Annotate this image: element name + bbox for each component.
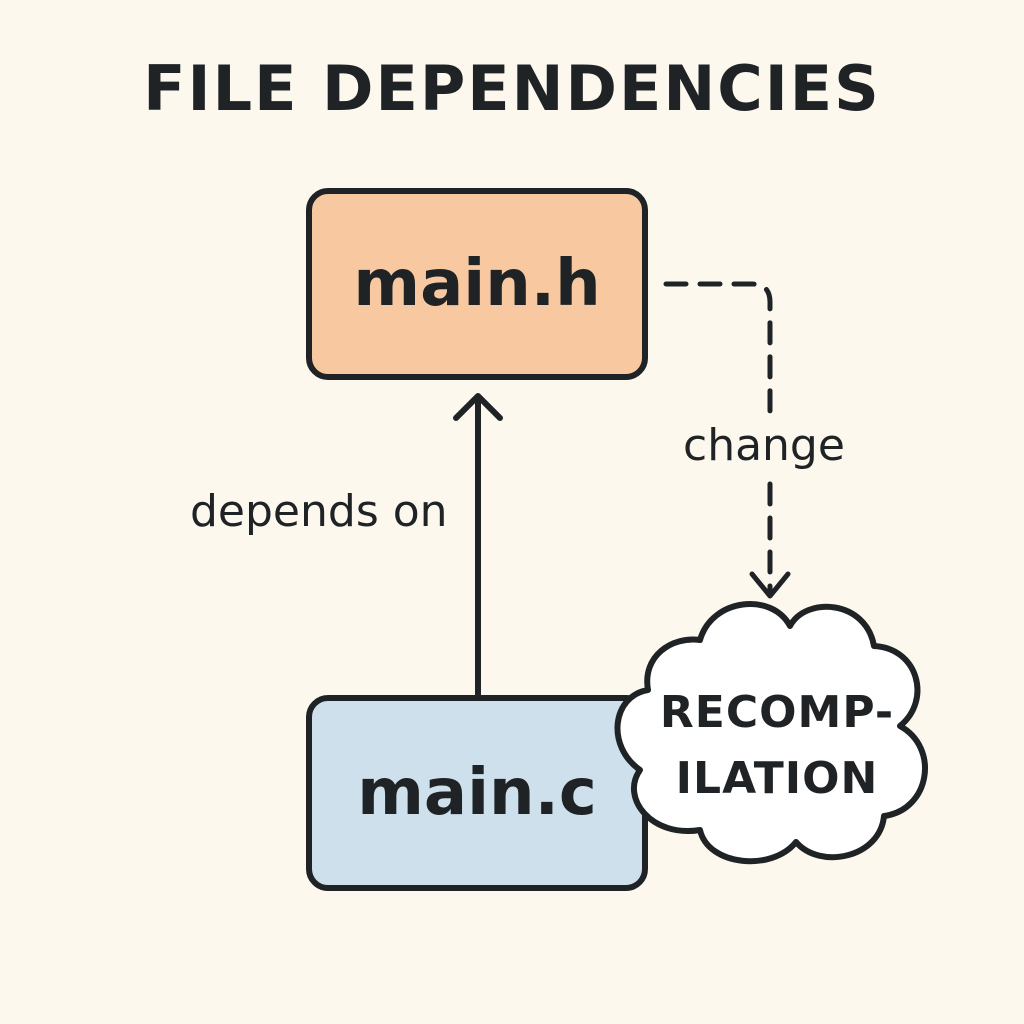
cloud-label-line-2: ILATION xyxy=(675,753,879,804)
header-file-label: main.h xyxy=(353,247,601,321)
cloud-label-line-1: RECOMP- xyxy=(659,687,895,738)
change-arrow-line xyxy=(663,281,773,423)
depends-on-label: depends on xyxy=(190,486,448,537)
depends-on-arrowhead xyxy=(453,393,503,421)
change-label: change xyxy=(683,420,845,471)
recompilation-cloud-label: RECOMP- ILATION xyxy=(642,680,912,812)
source-file-node: main.c xyxy=(306,695,648,891)
header-file-node: main.h xyxy=(306,188,648,380)
source-file-label: main.c xyxy=(357,756,597,830)
change-arrowhead xyxy=(749,571,791,599)
diagram-title: FILE DEPENDENCIES xyxy=(143,52,881,125)
recompilation-cloud-shape xyxy=(614,601,928,865)
